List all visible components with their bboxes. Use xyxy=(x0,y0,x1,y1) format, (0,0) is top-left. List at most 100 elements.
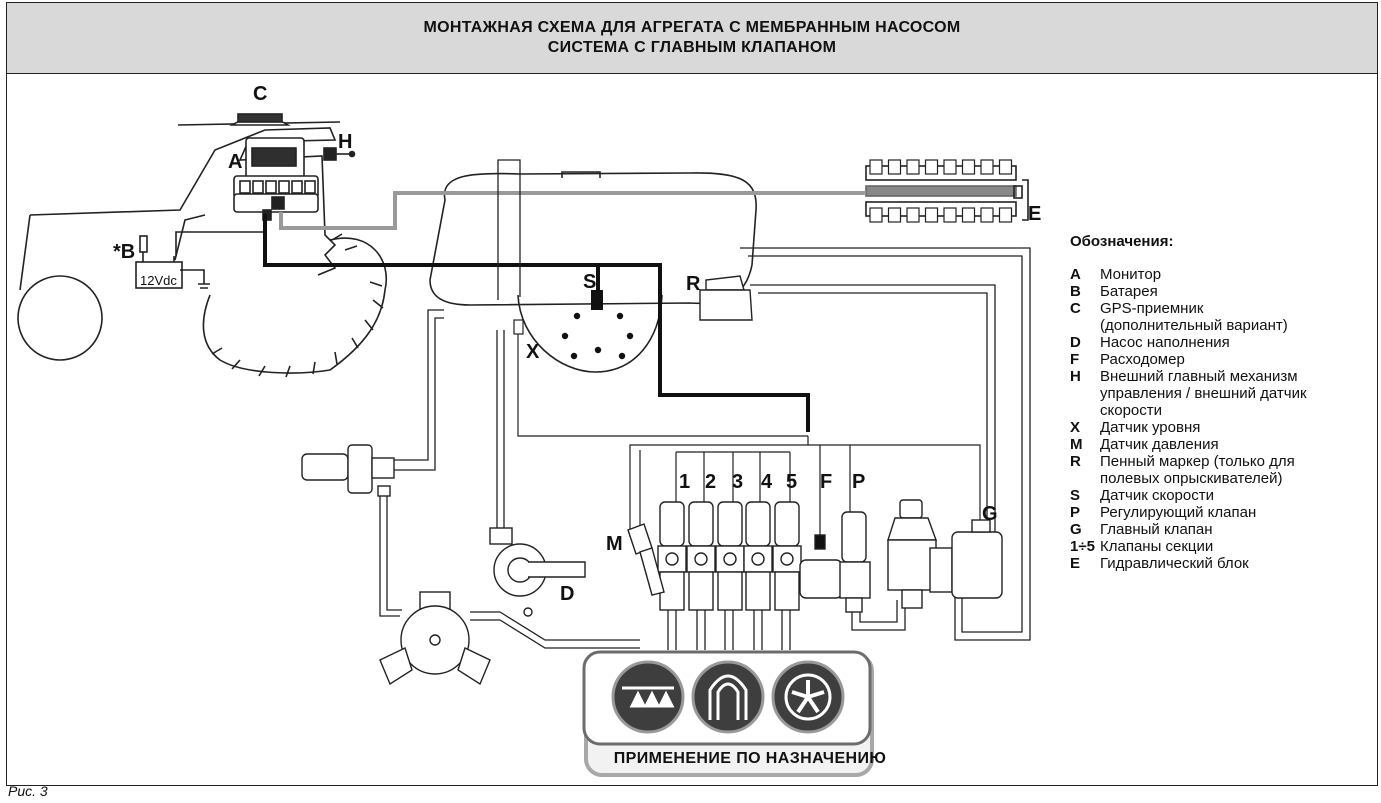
section-valve xyxy=(743,501,773,611)
legend-key xyxy=(1070,385,1100,402)
vineyard-sprayer-icon xyxy=(691,660,765,734)
legend-item: B Батарея xyxy=(1070,283,1380,300)
hydraulic-block-cell xyxy=(943,159,957,175)
legend-title: Обозначения: xyxy=(1070,233,1174,250)
hydraulic-block-cell xyxy=(998,207,1013,223)
legend-text: Главный клапан xyxy=(1100,521,1213,538)
legend-text: Батарея xyxy=(1100,283,1158,300)
legend-text: Насос наполнения xyxy=(1100,334,1230,351)
label-X: X xyxy=(526,341,540,363)
legend-key: X xyxy=(1070,419,1081,436)
legend-key: A xyxy=(1070,266,1081,283)
section-valve xyxy=(657,501,687,611)
section-valve xyxy=(772,501,802,611)
hydraulic-block-cell xyxy=(943,207,957,223)
section-valve xyxy=(715,501,745,611)
legend-text: Клапаны секции xyxy=(1100,538,1214,555)
spray-tank xyxy=(429,171,757,373)
hydraulic-block xyxy=(865,165,1029,221)
monitor xyxy=(233,137,319,221)
hydraulic-block-cell xyxy=(906,207,920,223)
speed-sensor xyxy=(591,290,603,310)
legend-item: полевых опрыскивателей) xyxy=(1070,470,1380,487)
legend-item: скорости xyxy=(1070,402,1380,419)
legend-key: S xyxy=(1070,487,1081,504)
legend-text: Датчик уровня xyxy=(1100,419,1201,436)
hydraulic-block-cell xyxy=(980,207,994,223)
hydraulic-block-cell xyxy=(924,159,939,175)
applications-label: ПРИМЕНЕНИЕ ПО НАЗНАЧЕНИЮ xyxy=(613,750,887,767)
label-5: 5 xyxy=(786,471,797,493)
legend-text: Расходомер xyxy=(1100,351,1185,368)
legend-key: P xyxy=(1070,504,1081,521)
label-G: G xyxy=(982,503,998,525)
legend-text: скорости xyxy=(1100,402,1163,419)
gps-receiver xyxy=(229,113,291,126)
main-valve xyxy=(929,519,1003,599)
legend-key: B xyxy=(1070,283,1081,300)
hydraulic-block-cell xyxy=(924,207,939,223)
section-valve xyxy=(686,501,716,611)
label-1: 1 xyxy=(679,471,690,493)
legend-key: R xyxy=(1070,453,1081,470)
applications-panel xyxy=(582,650,874,777)
legend-text: полевых опрыскивателей) xyxy=(1100,470,1283,487)
legend-text: Гидравлический блок xyxy=(1100,555,1249,572)
legend-key: E xyxy=(1070,555,1081,572)
legend-item: управления / внешний датчик xyxy=(1070,385,1380,402)
hydraulic-block-cell xyxy=(869,207,883,223)
legend-item: G Главный клапан xyxy=(1070,521,1380,538)
legend-item: (дополнительный вариант) xyxy=(1070,317,1380,334)
header-title-line1: МОНТАЖНАЯ СХЕМА ДЛЯ АГРЕГАТА С МЕМБРАННЫ… xyxy=(423,19,961,36)
label-4: 4 xyxy=(761,471,773,493)
legend-item: S Датчик скорости xyxy=(1070,487,1380,504)
legend-item: X Датчик уровня xyxy=(1070,419,1380,436)
legend-key xyxy=(1070,317,1100,334)
three-way-valve xyxy=(379,591,491,686)
flowmeter xyxy=(799,534,843,599)
legend-key: M xyxy=(1070,436,1083,453)
foam-marker xyxy=(699,275,753,321)
legend-item: E Гидравлический блок xyxy=(1070,555,1380,572)
legend-item: A Монитор xyxy=(1070,266,1380,283)
relief-valve xyxy=(887,499,937,609)
battery xyxy=(135,231,266,289)
label-D: D xyxy=(560,583,574,605)
label-P: P xyxy=(852,471,865,493)
legend-key xyxy=(1070,402,1100,419)
label-3: 3 xyxy=(732,471,743,493)
tractor xyxy=(17,121,387,378)
line-filter xyxy=(301,444,395,497)
legend-text: управления / внешний датчик xyxy=(1100,385,1307,402)
fan-sprayer-icon xyxy=(771,660,845,734)
level-sensor xyxy=(513,319,524,335)
legend-item: M Датчик давления xyxy=(1070,436,1380,453)
legend-text: GPS-приемник xyxy=(1100,300,1204,317)
label-C: C xyxy=(253,83,267,105)
legend-text: Датчик скорости xyxy=(1100,487,1214,504)
legend-text: Датчик давления xyxy=(1100,436,1219,453)
main-cable xyxy=(430,263,810,432)
hydraulic-block-cell xyxy=(869,159,883,175)
legend-text: Монитор xyxy=(1100,266,1162,283)
hydraulic-block-cable xyxy=(279,191,866,230)
label-S: S xyxy=(583,271,596,293)
figure-caption: Рис. 3 xyxy=(8,783,48,799)
legend-key xyxy=(1070,470,1100,487)
battery-voltage-label: 12Vdc xyxy=(140,273,177,288)
hydraulic-block-cell xyxy=(980,159,994,175)
label-A: A xyxy=(228,151,242,173)
hydraulic-block-cell xyxy=(906,159,920,175)
label-M: M xyxy=(606,533,623,555)
label-E: E xyxy=(1028,203,1041,225)
legend-key: G xyxy=(1070,521,1082,538)
label-2: 2 xyxy=(705,471,716,493)
